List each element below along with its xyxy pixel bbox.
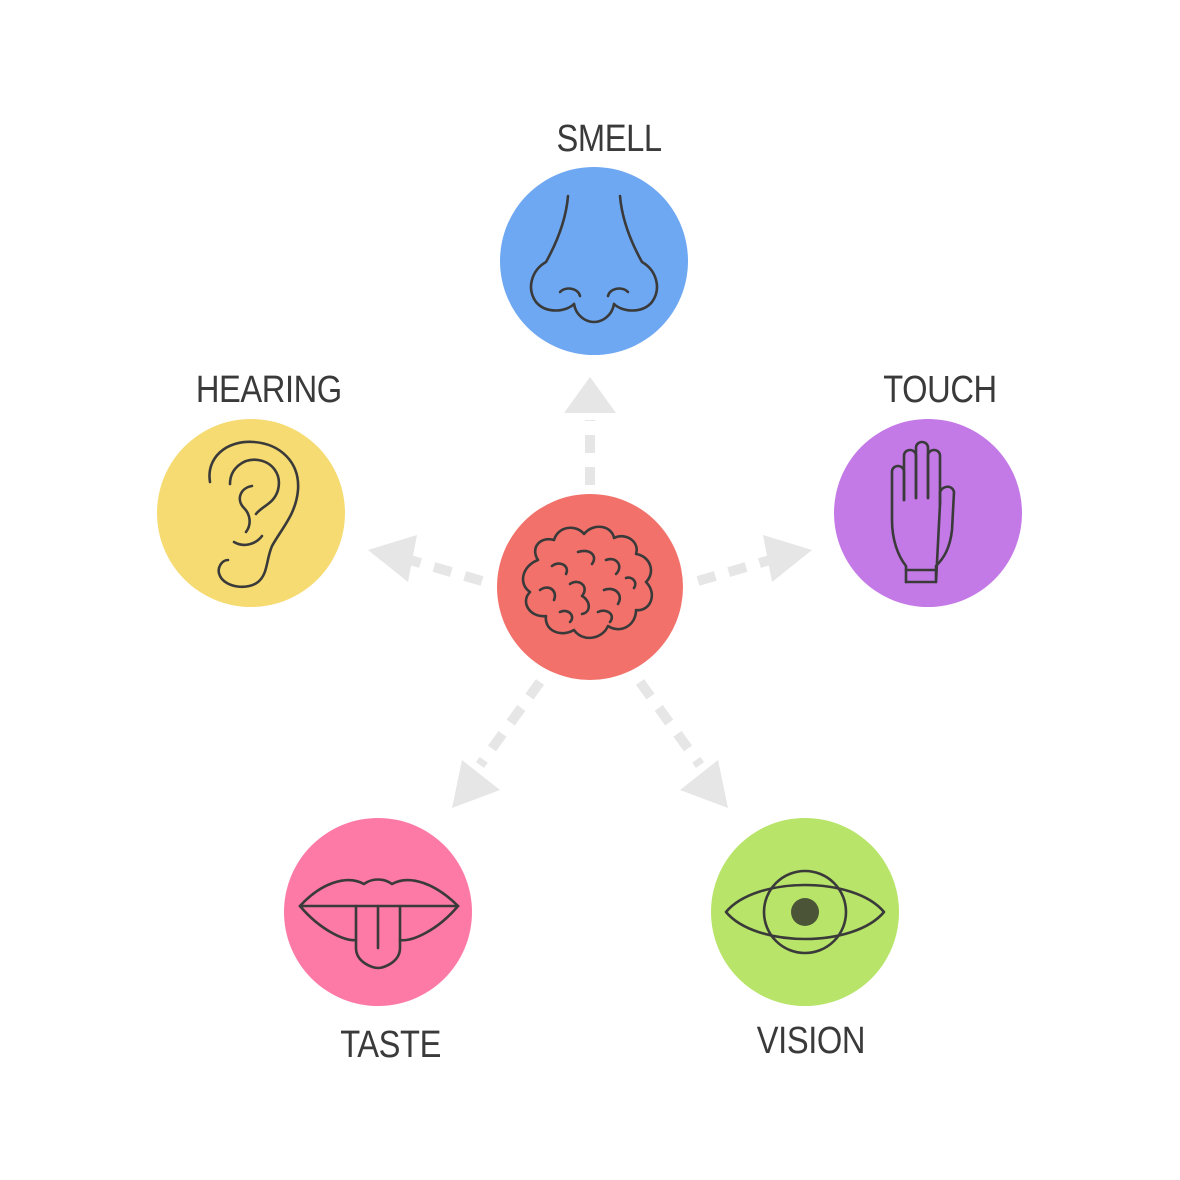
arrow-to-smell: [564, 377, 616, 485]
taste-node: [284, 818, 472, 1006]
label-hearing: HEARING: [195, 369, 342, 411]
label-vision: VISION: [756, 1020, 866, 1062]
ear-icon: [208, 440, 300, 589]
arrow-to-hearing: [368, 535, 484, 586]
brain-node: [497, 494, 683, 680]
brain-icon: [521, 525, 654, 640]
label-touch: TOUCH: [883, 369, 997, 411]
hearing-node: [157, 419, 345, 607]
label-taste: TASTE: [340, 1024, 441, 1066]
touch-node: [834, 419, 1022, 607]
nose-icon: [529, 194, 659, 324]
label-smell: SMELL: [556, 118, 662, 160]
mouth-icon: [298, 878, 460, 970]
arrow-to-vision: [635, 679, 728, 808]
eye-icon: [724, 869, 886, 955]
connector-arrows: [368, 377, 812, 808]
arrow-to-touch: [696, 535, 812, 586]
smell-node: [500, 167, 688, 355]
arrow-to-taste: [452, 679, 545, 808]
vision-node: [711, 818, 899, 1006]
hand-icon: [890, 440, 956, 584]
